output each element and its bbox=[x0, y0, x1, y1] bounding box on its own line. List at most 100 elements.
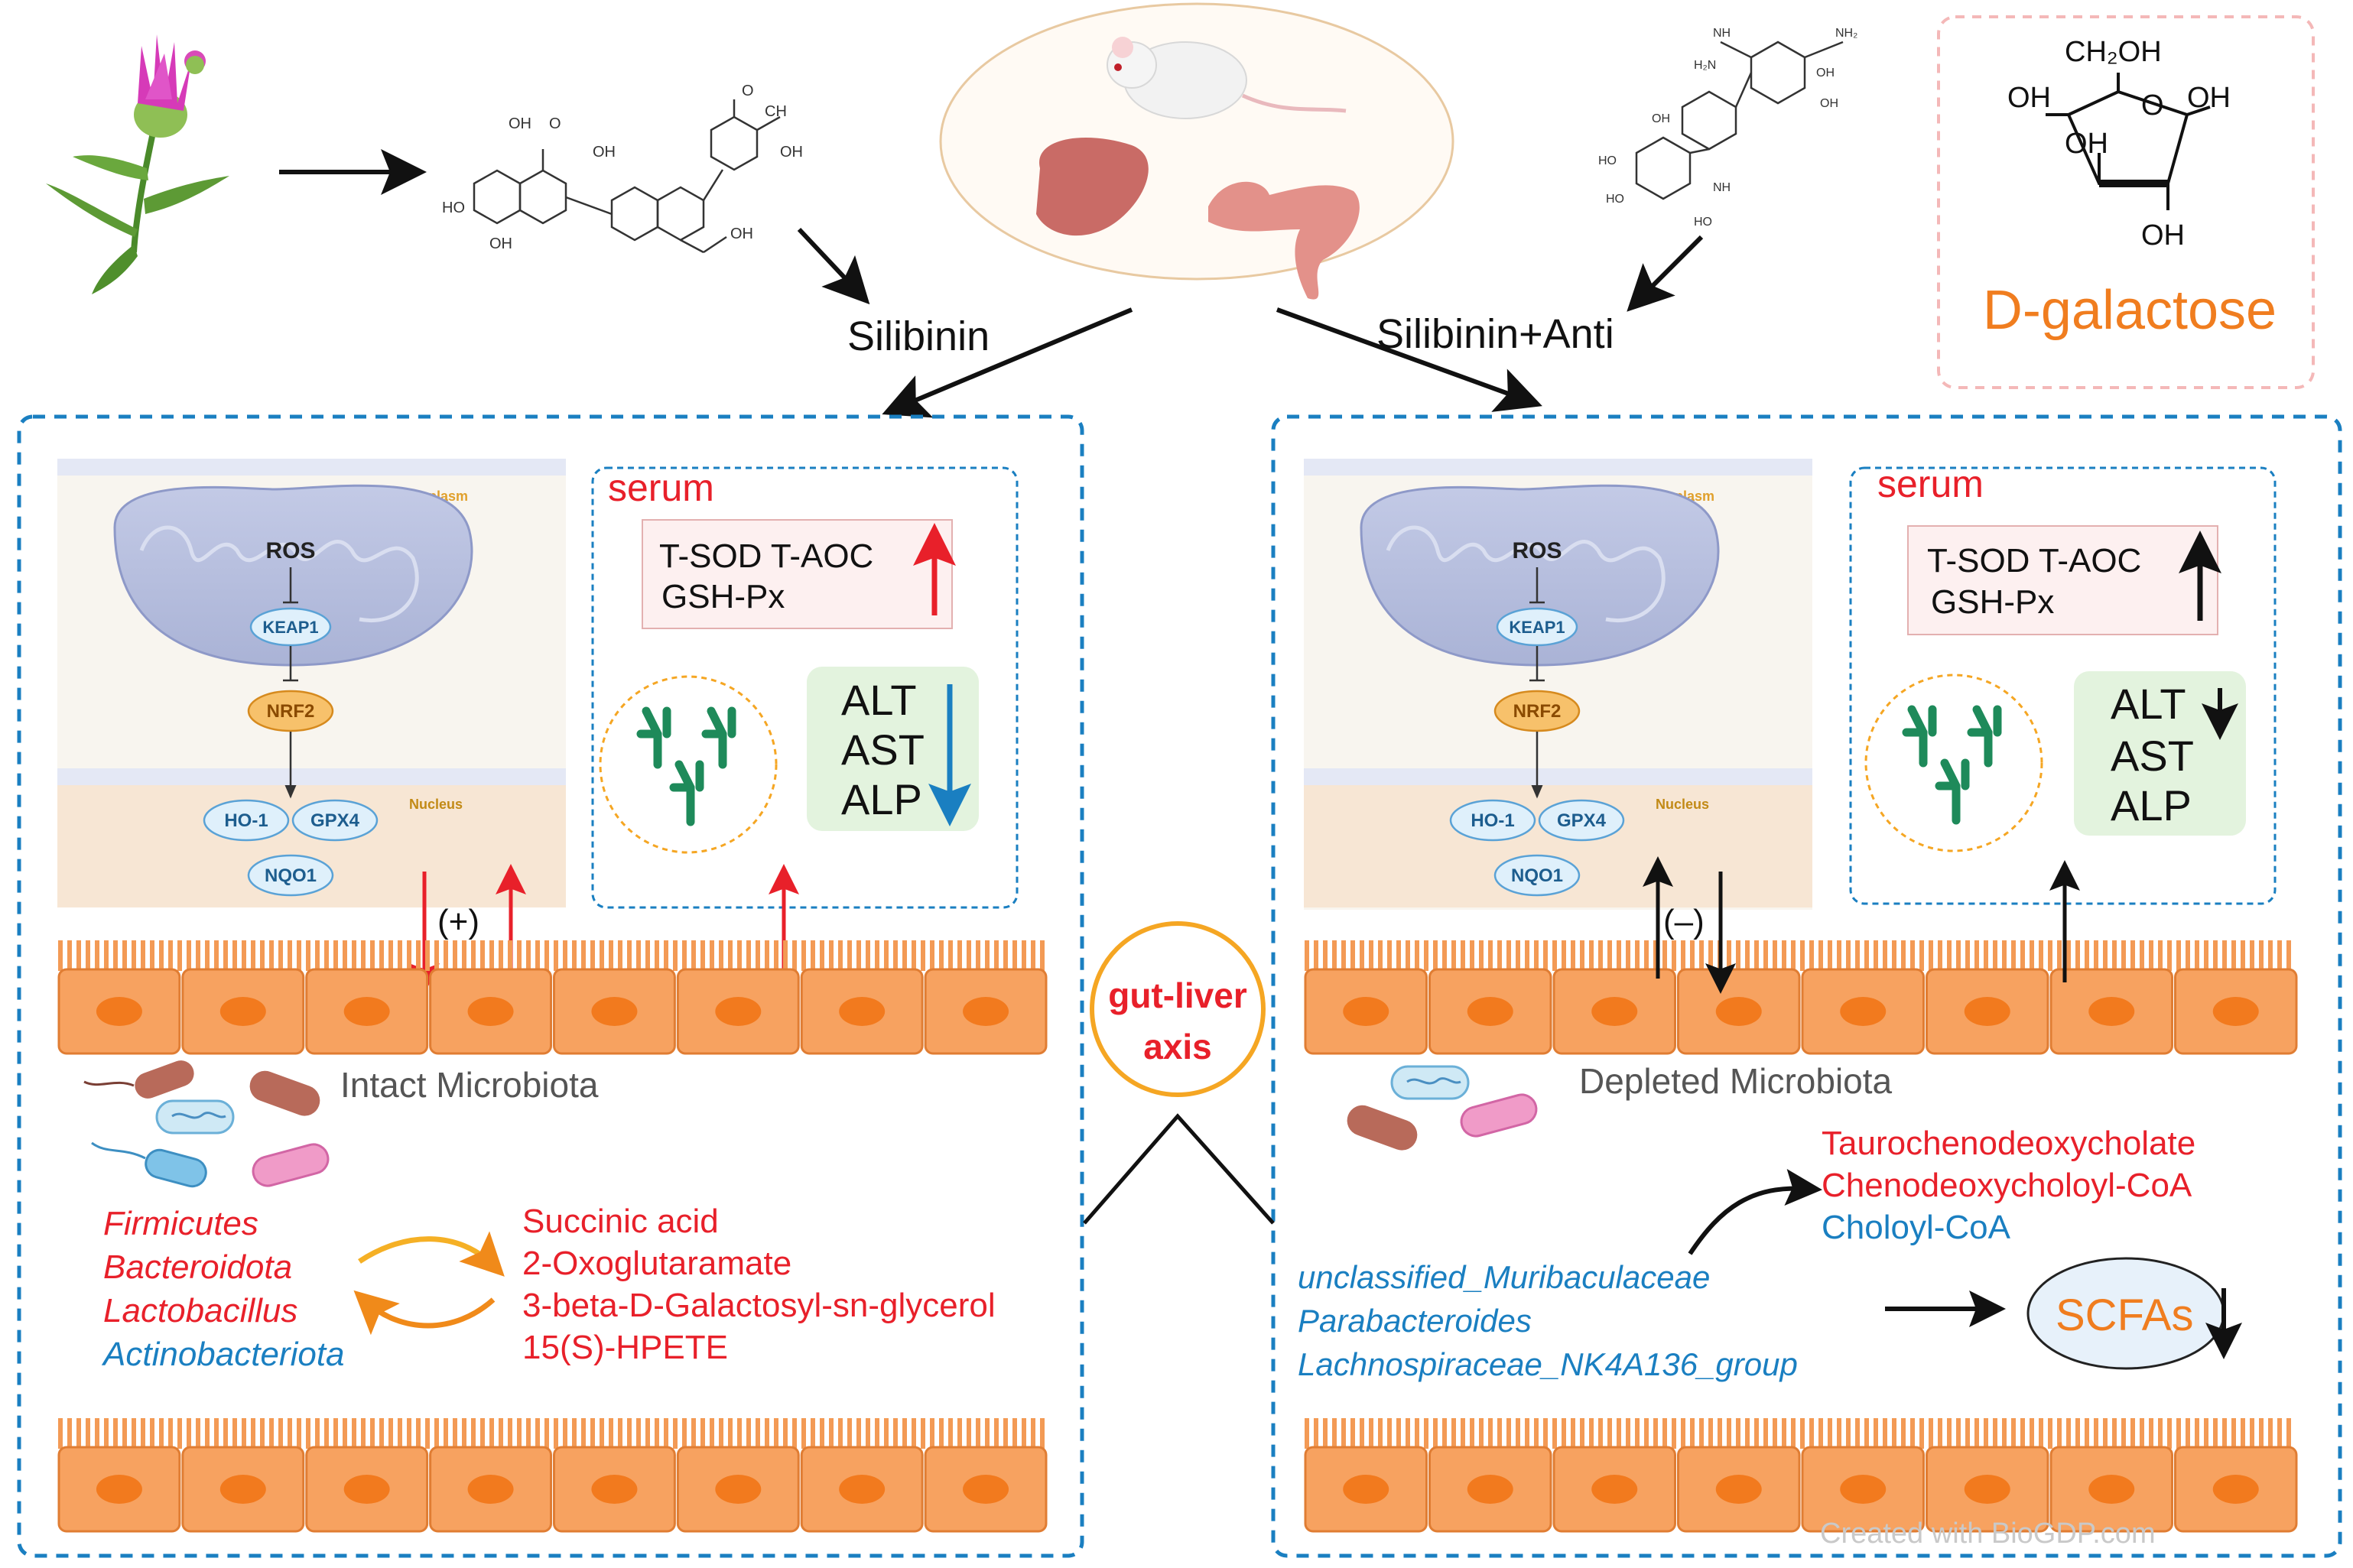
epithelial-nucleus bbox=[1591, 997, 1638, 1026]
svg-text:HO: HO bbox=[442, 200, 465, 216]
right-panel bbox=[1271, 414, 2342, 1558]
right-markers-line1: T-SOD T-AOC bbox=[1927, 542, 2141, 579]
microvilli bbox=[58, 1418, 1045, 1449]
right-keap1-node bbox=[1496, 607, 1578, 647]
left-cell-diagram: Cytoplasm Nucleus ROS KEAP1 NRF2 HO-1 GP… bbox=[57, 459, 566, 907]
left-serum-box: serum T-SOD T-AOC GSH-Px ALT AST ALP bbox=[591, 466, 1019, 909]
right-antibody-icon bbox=[1902, 705, 2002, 825]
silibinin-label: Silibinin bbox=[847, 313, 990, 359]
left-keap1-node bbox=[249, 607, 332, 647]
galactose-oh-mid: OH bbox=[2065, 128, 2108, 160]
epithelial-nucleus bbox=[467, 1475, 514, 1504]
axis-line2: axis bbox=[1143, 1027, 1212, 1066]
svg-text:OH: OH bbox=[509, 115, 531, 132]
d-galactose-box: CH₂OH OH O OH OH OH D-galactose bbox=[1937, 15, 2315, 389]
right-nrf2-node bbox=[1493, 690, 1581, 732]
right-bacteria-cluster bbox=[1347, 1065, 1538, 1151]
right-alt: ALT bbox=[2111, 680, 2186, 728]
left-serum-title: serum bbox=[608, 466, 714, 509]
left-keap1-label: KEAP1 bbox=[262, 618, 318, 637]
epithelial-nucleus bbox=[2088, 997, 2135, 1026]
gut-liver-axis: gut-liver axis bbox=[1083, 921, 1275, 1225]
left-ast: AST bbox=[841, 726, 925, 774]
milk-thistle-illustration bbox=[46, 34, 229, 294]
svg-text:OH: OH bbox=[489, 235, 512, 252]
svg-text:NH: NH bbox=[1713, 27, 1731, 40]
left-nqo1-node bbox=[247, 854, 334, 897]
left-metabolite-2: 3-beta-D-Galactosyl-sn-glycerol bbox=[522, 1287, 996, 1324]
left-markers-line2: GSH-Px bbox=[661, 578, 785, 615]
left-markers-line1: T-SOD T-AOC bbox=[659, 537, 873, 575]
right-antibody-circle bbox=[1864, 674, 2043, 852]
left-bacteria-cluster bbox=[83, 1060, 330, 1188]
left-ho1-node bbox=[203, 799, 290, 842]
scfa-node: SCFAs bbox=[2026, 1257, 2242, 1370]
galactose-ch2oh: CH₂OH bbox=[2065, 36, 2162, 68]
left-nucleus-label: Nucleus bbox=[409, 797, 463, 812]
left-metabolite-list: Succinic acid 2-Oxoglutaramate 3-beta-D-… bbox=[522, 1203, 996, 1366]
epithelial-nucleus bbox=[1467, 997, 1513, 1026]
svg-text:OH: OH bbox=[780, 144, 803, 161]
epithelial-nucleus bbox=[1840, 997, 1887, 1026]
svg-text:HO: HO bbox=[1694, 216, 1712, 229]
oval-to-left-panel-arrow bbox=[882, 307, 1133, 418]
antibiotic-structure bbox=[1635, 41, 1844, 200]
left-metabolite-3: 15(S)-HPETE bbox=[522, 1329, 728, 1366]
left-taxon-2: Lactobacillus bbox=[103, 1292, 297, 1329]
svg-text:O: O bbox=[2141, 89, 2164, 122]
right-gpx4-label: GPX4 bbox=[1557, 810, 1607, 831]
taxa-to-bile-arrow bbox=[1688, 1169, 1822, 1255]
watermark: Created with BioGDP.com bbox=[1820, 1518, 2156, 1550]
right-gpx4-node bbox=[1538, 799, 1625, 842]
svg-text:OH: OH bbox=[1820, 97, 1838, 110]
right-markers-line2: GSH-Px bbox=[1931, 583, 2054, 621]
right-epithelium-bottom bbox=[1304, 1418, 2298, 1533]
svg-text:HO: HO bbox=[1598, 154, 1617, 167]
mouse-organs-oval bbox=[939, 2, 1454, 300]
epithelial-nucleus bbox=[1715, 997, 1762, 1026]
svg-text:O: O bbox=[742, 83, 754, 99]
left-epithelium-bottom bbox=[57, 1418, 1048, 1533]
left-nqo1-label: NQO1 bbox=[265, 865, 317, 886]
right-epithelium-top bbox=[1304, 940, 2298, 1055]
galactose-oh-right: OH bbox=[2187, 82, 2231, 114]
svg-text:NH₂: NH₂ bbox=[1835, 27, 1857, 40]
epithelial-nucleus bbox=[1964, 1475, 2010, 1504]
epithelial-nucleus bbox=[839, 1475, 886, 1504]
svg-text:HO: HO bbox=[1606, 193, 1624, 206]
epithelial-nucleus bbox=[715, 997, 762, 1026]
left-taxon-0: Firmicutes bbox=[103, 1205, 258, 1242]
svg-text:CH: CH bbox=[765, 103, 787, 120]
right-nqo1-label: NQO1 bbox=[1511, 865, 1563, 886]
right-taxon-1: Parabacteroides bbox=[1298, 1303, 1532, 1339]
left-taxon-1: Bacteroidota bbox=[103, 1248, 292, 1286]
left-nrf2-label: NRF2 bbox=[267, 701, 315, 722]
svg-text:OH: OH bbox=[1816, 67, 1835, 80]
left-gpx4-label: GPX4 bbox=[310, 810, 360, 831]
right-nucleus-label: Nucleus bbox=[1656, 797, 1709, 812]
left-antibody-circle bbox=[599, 675, 778, 854]
svg-text:NH: NH bbox=[1713, 181, 1731, 194]
structure-arrow-right bbox=[1627, 235, 1704, 312]
epithelial-nucleus bbox=[1343, 1475, 1389, 1504]
right-taxa-list: unclassified_Muribaculaceae Parabacteroi… bbox=[1298, 1259, 1798, 1382]
epithelial-nucleus bbox=[219, 1475, 266, 1504]
structure-arrow-left bbox=[797, 227, 870, 305]
left-cycle-arrows bbox=[353, 1231, 505, 1336]
epithelial-nucleus bbox=[591, 1475, 638, 1504]
depleted-microbiota-label: Depleted Microbiota bbox=[1579, 1061, 1893, 1101]
left-antibody-icon bbox=[636, 706, 736, 826]
right-keap1-label: KEAP1 bbox=[1509, 618, 1565, 637]
silibinin-anti-label: Silibinin+Anti bbox=[1376, 311, 1614, 357]
right-taxon-2: Lachnospiraceae_NK4A136_group bbox=[1298, 1346, 1798, 1382]
left-taxa-list: Firmicutes Bacteroidota Lactobacillus Ac… bbox=[101, 1205, 345, 1373]
left-panel bbox=[17, 414, 1084, 1558]
right-alp: ALP bbox=[2111, 781, 2192, 829]
epithelial-nucleus bbox=[96, 997, 142, 1026]
epithelial-nucleus bbox=[343, 1475, 390, 1504]
epithelial-nucleus bbox=[1343, 997, 1389, 1026]
svg-text:OH: OH bbox=[1652, 112, 1670, 125]
right-taxon-0: unclassified_Muribaculaceae bbox=[1298, 1259, 1710, 1295]
epithelial-nucleus bbox=[1467, 1475, 1513, 1504]
